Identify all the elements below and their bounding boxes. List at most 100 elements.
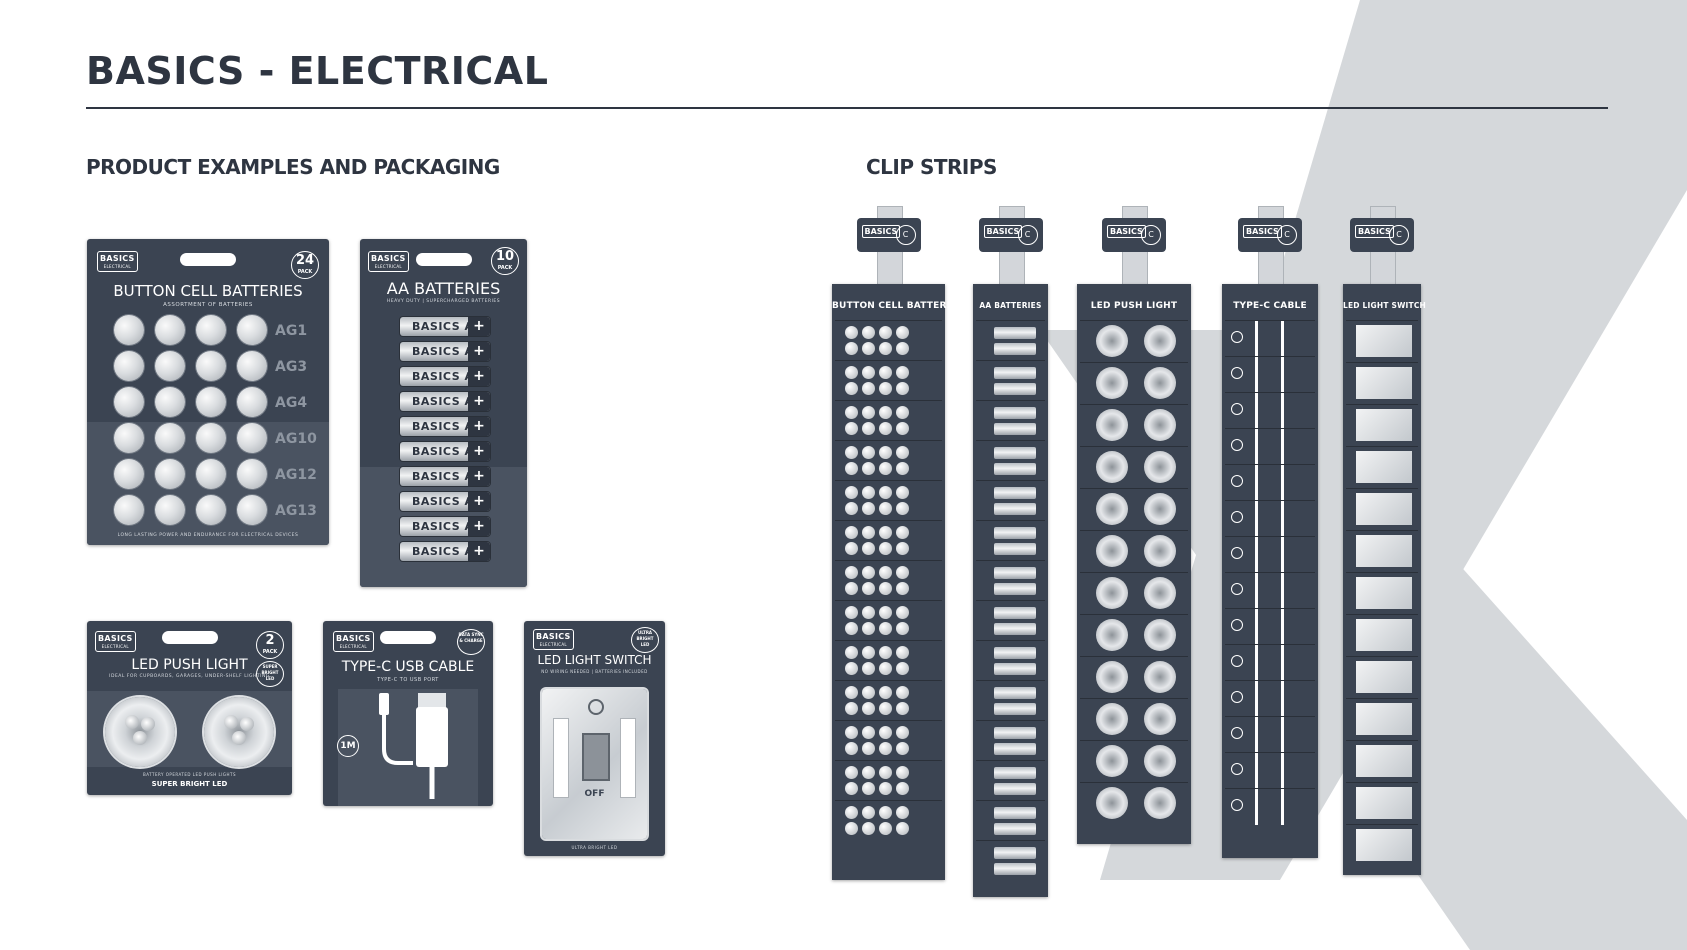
strip-unit bbox=[835, 520, 942, 561]
mini-light-switch bbox=[1356, 619, 1412, 651]
battery-label: BASICS AA bbox=[412, 370, 483, 383]
mini-button-cell bbox=[896, 766, 909, 779]
strip-unit bbox=[1080, 488, 1188, 531]
strip-header-logo: BASICS bbox=[1355, 225, 1394, 238]
mini-push-light bbox=[1144, 703, 1176, 735]
mini-button-cell bbox=[845, 742, 858, 755]
mini-button-cell bbox=[896, 566, 909, 579]
battery-label: BASICS AA bbox=[412, 345, 483, 358]
button-cell bbox=[155, 495, 185, 525]
button-cell bbox=[114, 315, 144, 345]
mini-button-cell bbox=[896, 326, 909, 339]
hang-hole bbox=[415, 253, 472, 266]
mini-button-cell bbox=[862, 526, 875, 539]
mini-button-cell bbox=[896, 806, 909, 819]
mini-usb-cable bbox=[1281, 681, 1284, 717]
size-label: AG3 bbox=[275, 359, 308, 375]
mini-button-cell bbox=[879, 342, 892, 355]
mini-push-light bbox=[1096, 619, 1128, 651]
strip-unit bbox=[1225, 644, 1315, 681]
mini-lightning-icon bbox=[1231, 799, 1243, 811]
mini-button-cell bbox=[896, 606, 909, 619]
mini-push-light bbox=[1096, 703, 1128, 735]
button-cell bbox=[114, 351, 144, 381]
mini-button-cell bbox=[879, 526, 892, 539]
aa-battery: BASICS AA+ bbox=[400, 367, 490, 386]
strip-unit bbox=[1346, 698, 1418, 741]
mini-push-light bbox=[1096, 577, 1128, 609]
battery-label: BASICS AA bbox=[412, 545, 483, 558]
strip-unit bbox=[1225, 680, 1315, 717]
mini-usb-cable bbox=[1281, 393, 1284, 429]
mini-button-cell bbox=[879, 422, 892, 435]
strip-unit bbox=[1346, 656, 1418, 699]
mini-usb-cable bbox=[1281, 609, 1284, 645]
button-cell bbox=[155, 351, 185, 381]
mini-aa-battery bbox=[994, 447, 1036, 459]
mini-button-cell bbox=[845, 822, 858, 835]
mini-button-cell bbox=[896, 742, 909, 755]
bulb-icon bbox=[588, 699, 604, 715]
mini-aa-battery bbox=[994, 383, 1036, 395]
mini-button-cell bbox=[879, 686, 892, 699]
mini-button-cell bbox=[896, 382, 909, 395]
pack-subtitle: IDEAL FOR CUPBOARDS, GARAGES, UNDER-SHEL… bbox=[109, 674, 270, 679]
button-cell bbox=[155, 315, 185, 345]
strip-unit bbox=[1080, 656, 1188, 699]
pack-title: AA BATTERIES bbox=[386, 279, 501, 298]
mini-aa-battery bbox=[994, 503, 1036, 515]
mini-button-cell bbox=[845, 686, 858, 699]
button-cell bbox=[196, 387, 226, 417]
mini-aa-battery bbox=[994, 607, 1036, 619]
mini-button-cell bbox=[896, 446, 909, 459]
strip-header-logo: BASICS bbox=[1107, 225, 1146, 238]
strip-unit bbox=[835, 720, 942, 761]
mini-push-light bbox=[1144, 661, 1176, 693]
mini-aa-battery bbox=[994, 647, 1036, 659]
strip-unit bbox=[976, 840, 1045, 881]
button-cell bbox=[155, 387, 185, 417]
mini-lightning-icon bbox=[1231, 655, 1243, 667]
mini-button-cell bbox=[879, 622, 892, 635]
button-cell bbox=[237, 495, 267, 525]
mini-button-cell bbox=[862, 326, 875, 339]
mini-push-light bbox=[1144, 367, 1176, 399]
aa-battery: BASICS AA+ bbox=[400, 442, 490, 461]
mini-button-cell bbox=[879, 662, 892, 675]
strip-unit bbox=[1346, 320, 1418, 363]
strip-unit bbox=[835, 640, 942, 681]
strip-unit bbox=[976, 720, 1045, 761]
button-cell bbox=[196, 315, 226, 345]
section-heading-products: PRODUCT EXAMPLES AND PACKAGING bbox=[86, 155, 500, 179]
button-cell bbox=[237, 459, 267, 489]
strip-unit bbox=[1346, 530, 1418, 573]
mini-usb-cable bbox=[1281, 717, 1284, 753]
mini-button-cell bbox=[862, 742, 875, 755]
strip-unit bbox=[1346, 782, 1418, 825]
mini-button-cell bbox=[862, 622, 875, 635]
aa-battery: BASICS AA+ bbox=[400, 492, 490, 511]
mini-button-cell bbox=[896, 622, 909, 635]
strip-unit bbox=[1080, 740, 1188, 783]
mini-button-cell bbox=[845, 622, 858, 635]
mini-light-switch bbox=[1356, 577, 1412, 609]
mini-usb-cable bbox=[1255, 573, 1258, 609]
mini-button-cell bbox=[896, 366, 909, 379]
battery-label: BASICS AA bbox=[412, 520, 483, 533]
mini-push-light bbox=[1096, 745, 1128, 777]
pack-footer: ULTRA BRIGHT LED bbox=[571, 845, 618, 850]
pack-subtitle: NO WIRING NEEDED | BATTERIES INCLUDED bbox=[541, 669, 648, 674]
mini-button-cell bbox=[845, 702, 858, 715]
battery-label: BASICS AA bbox=[412, 445, 483, 458]
mini-aa-battery bbox=[994, 743, 1036, 755]
mini-button-cell bbox=[862, 422, 875, 435]
strip-unit bbox=[1080, 698, 1188, 741]
mini-push-light bbox=[1096, 535, 1128, 567]
mini-button-cell bbox=[845, 662, 858, 675]
strip-header-icon: C bbox=[895, 225, 916, 245]
mini-light-switch bbox=[1356, 325, 1412, 357]
